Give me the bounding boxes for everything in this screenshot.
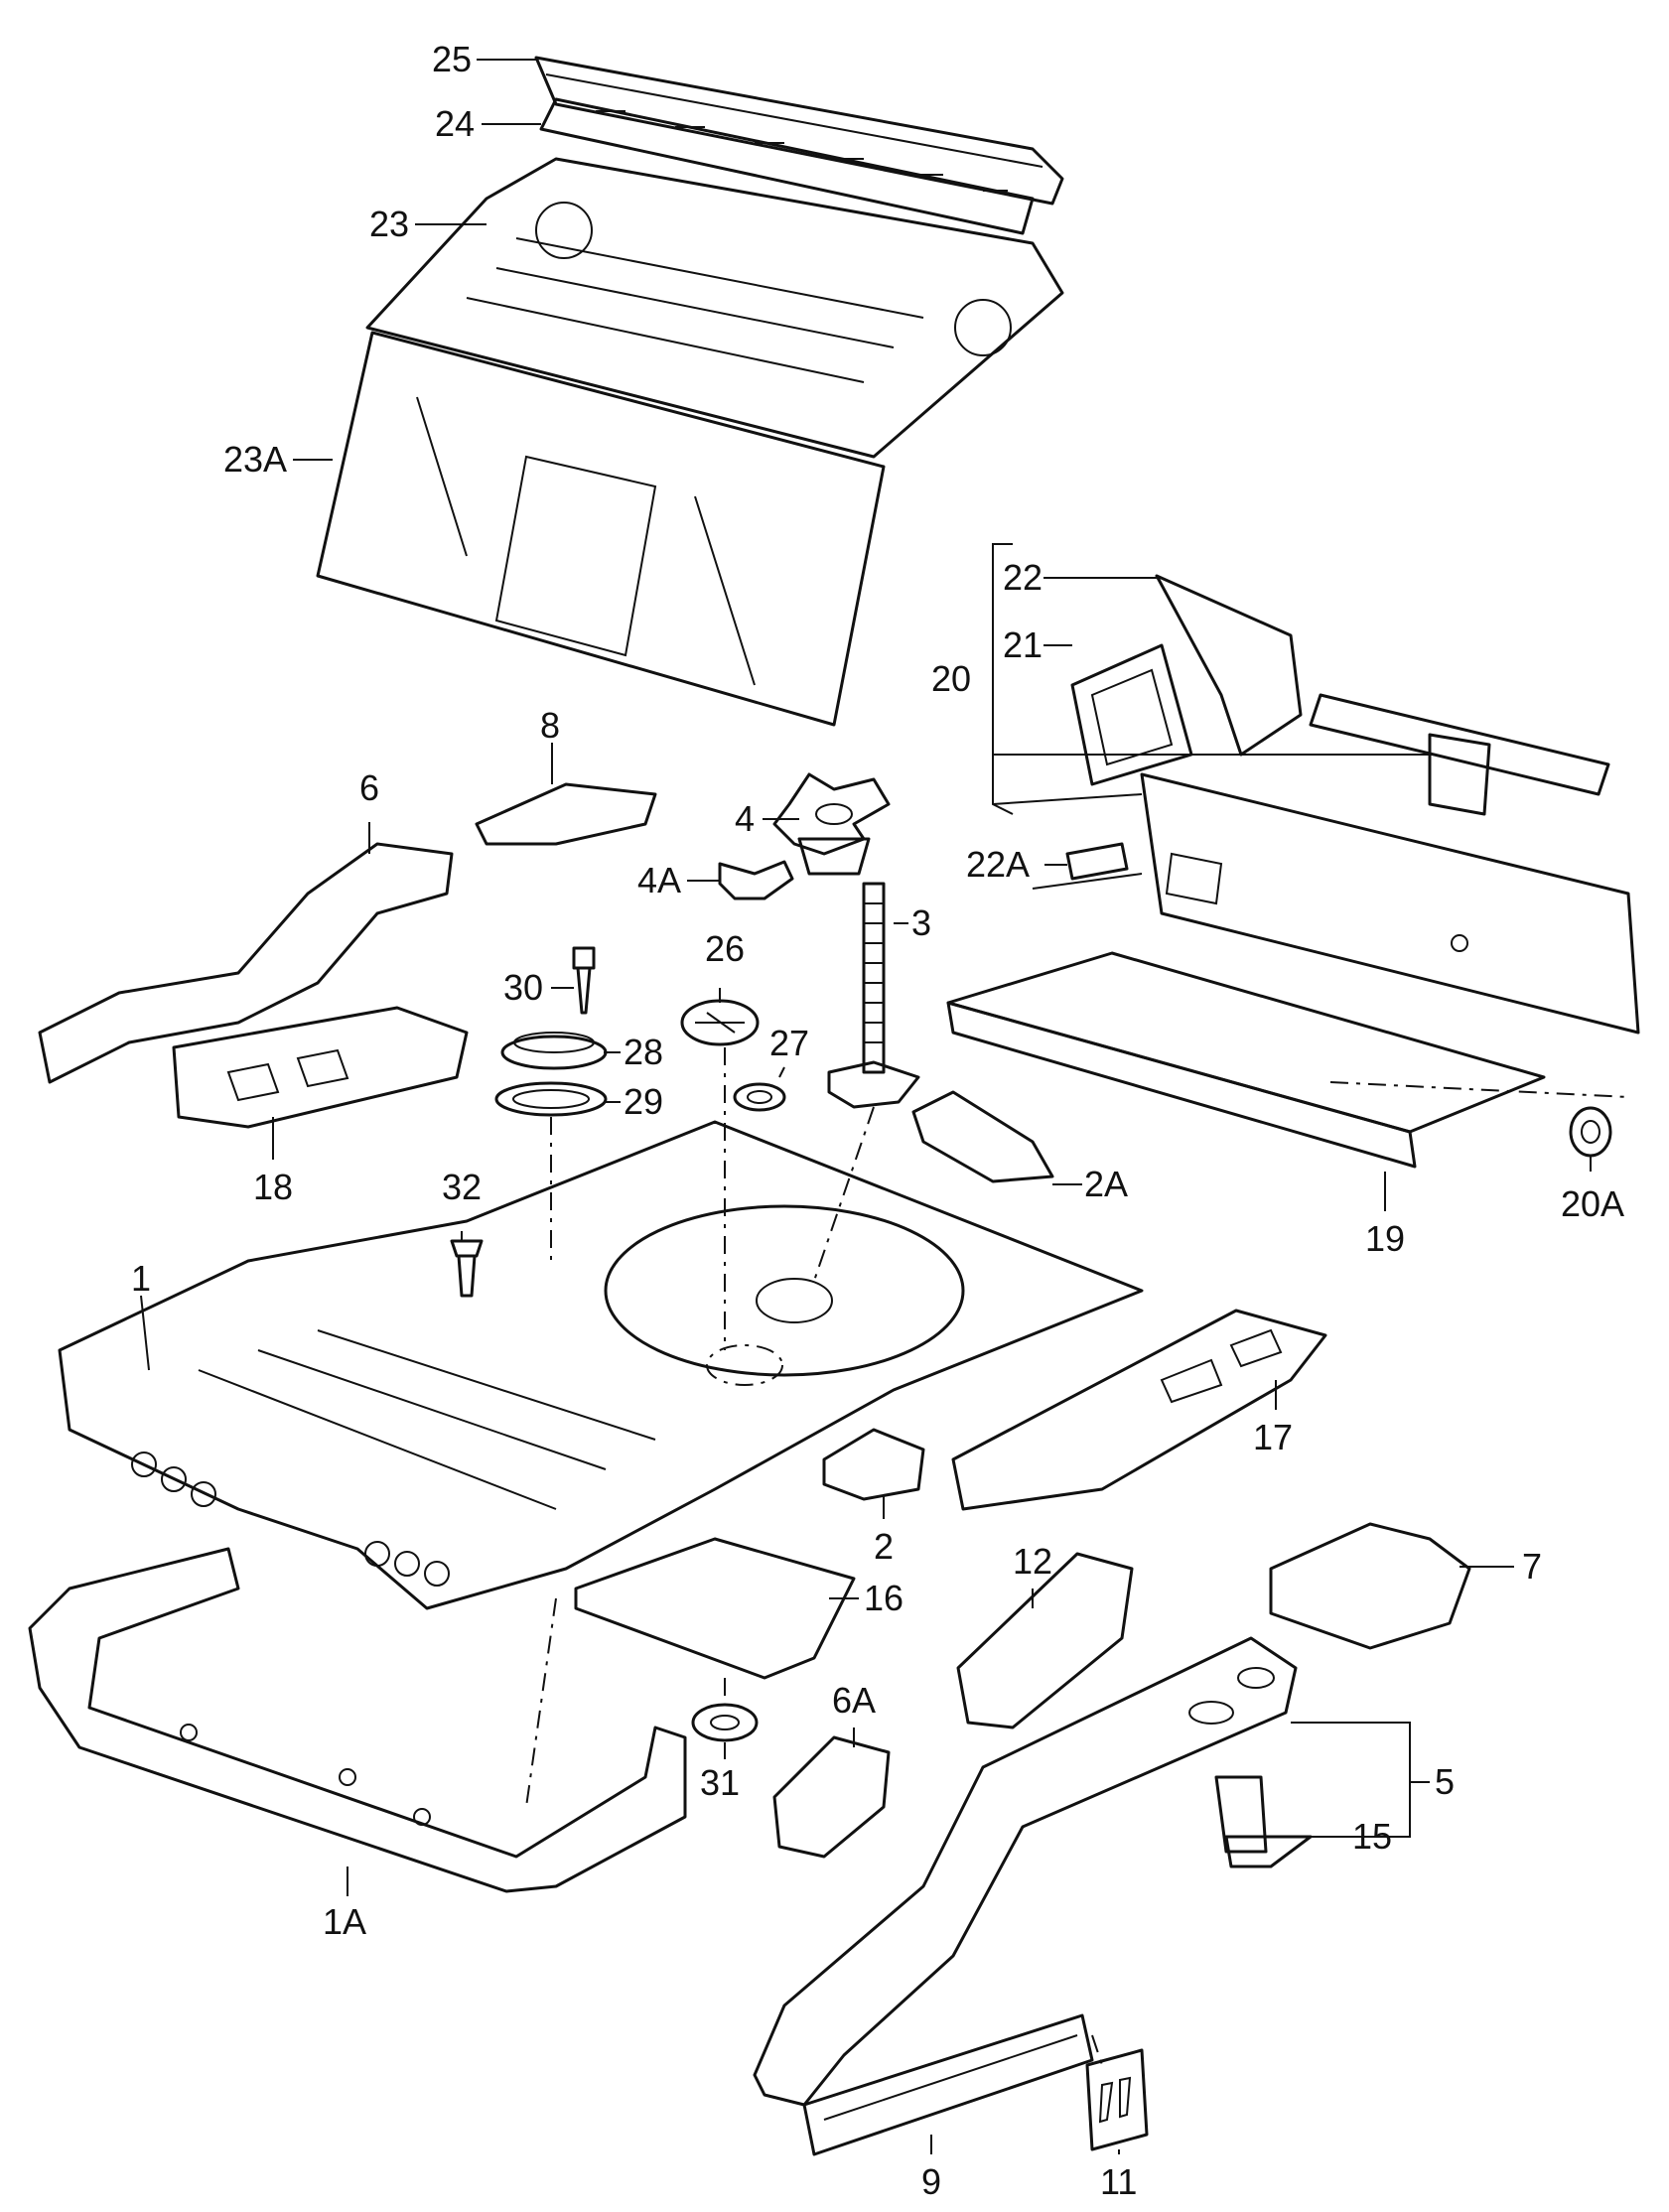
part-rear-cross-member — [1309, 693, 1610, 816]
part-12-panel — [956, 1552, 1134, 1729]
part-27-ring — [733, 1082, 786, 1112]
part-23A-bulkhead — [316, 331, 886, 727]
label-3: 3 — [911, 902, 931, 943]
part-rear-end-panel — [1140, 772, 1640, 1035]
label-30: 30 — [503, 967, 543, 1008]
part-29-ring — [494, 1081, 608, 1117]
label-7: 7 — [1522, 1546, 1542, 1587]
label-20A: 20A — [1561, 1183, 1624, 1224]
part-8-bracket — [475, 782, 657, 846]
label-2A: 2A — [1084, 1164, 1128, 1204]
label-1: 1 — [131, 1258, 151, 1299]
label-25: 25 — [432, 39, 472, 79]
part-6A-bracket — [772, 1735, 891, 1859]
label-11: 11 — [1100, 2161, 1137, 2202]
label-29: 29 — [624, 1081, 663, 1122]
part-1A-rear-section — [28, 1547, 687, 1893]
label-15: 15 — [1352, 1816, 1392, 1857]
part-28-cap — [500, 1032, 608, 1070]
label-22A: 22A — [966, 844, 1030, 885]
part-25-roof-rail — [534, 56, 1064, 206]
label-32: 32 — [442, 1167, 482, 1207]
label-4: 4 — [735, 798, 755, 839]
part-21-lamp-housing — [1070, 643, 1193, 786]
label-22: 22 — [1003, 557, 1043, 598]
leader-lines — [140, 59, 1592, 2154]
label-26: 26 — [705, 928, 745, 969]
part-20A-grommet — [1569, 1106, 1612, 1158]
part-22-quarter-panel — [1155, 574, 1303, 757]
label-23: 23 — [369, 204, 409, 244]
label-21: 21 — [1003, 624, 1043, 665]
label-17: 17 — [1253, 1417, 1293, 1457]
label-27: 27 — [769, 1023, 809, 1063]
part-6-side-member — [38, 842, 454, 1084]
label-4A: 4A — [637, 860, 681, 900]
part-4A-wing-nut — [718, 860, 794, 900]
part-23-rear-shelf — [365, 157, 1064, 459]
part-3-threaded-rod — [827, 882, 920, 1109]
label-6A: 6A — [832, 1680, 876, 1721]
part-30-screw — [572, 946, 596, 1015]
part-2-jack-point — [822, 1428, 925, 1501]
label-28: 28 — [624, 1032, 663, 1072]
part-7-bracket — [1269, 1522, 1471, 1650]
part-17-side-reinforcement — [951, 1309, 1327, 1511]
label-19: 19 — [1365, 1218, 1405, 1259]
label-1A: 1A — [323, 1901, 366, 1942]
part-16-panel — [574, 1537, 856, 1680]
part-labels: 25 24 23 23A 22 21 20 8 6 4 4A 22A 3 30 … — [131, 39, 1624, 2202]
label-31: 31 — [700, 1762, 740, 1803]
part-26-cover — [680, 999, 760, 1046]
part-22A-clip — [1065, 842, 1129, 881]
part-18-reinforcement — [172, 1006, 469, 1129]
label-5: 5 — [1435, 1761, 1455, 1802]
part-15-bracket — [1214, 1775, 1313, 1868]
part-1-floor-pan — [58, 1120, 1144, 1610]
label-12: 12 — [1013, 1541, 1052, 1582]
part-24-slotted-strip — [539, 97, 1035, 235]
part-31-grommet — [691, 1703, 759, 1742]
assembly-lines — [525, 1047, 1629, 2066]
part-4-spare-wheel-nut — [772, 772, 891, 876]
part-2A-bracket — [911, 1090, 1054, 1183]
label-9: 9 — [921, 2161, 941, 2202]
label-24: 24 — [435, 103, 475, 144]
label-20: 20 — [931, 658, 971, 699]
label-18: 18 — [253, 1167, 293, 1207]
label-8: 8 — [540, 705, 560, 746]
label-23A: 23A — [223, 439, 287, 480]
part-11-plate — [1085, 2048, 1149, 2151]
part-19-luggage-floor — [946, 951, 1546, 1169]
part-9-sill — [802, 2013, 1094, 2156]
label-6: 6 — [359, 767, 379, 808]
label-2: 2 — [874, 1526, 894, 1567]
part-32-plug — [450, 1239, 484, 1298]
label-16: 16 — [864, 1578, 904, 1618]
